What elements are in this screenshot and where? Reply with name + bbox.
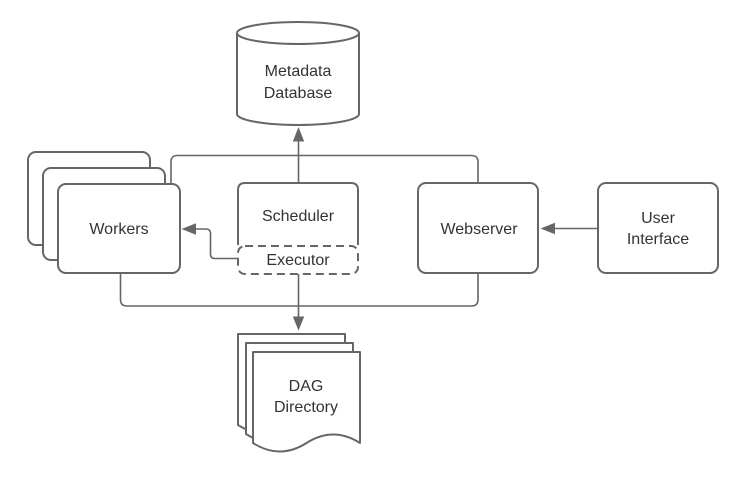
dag-directory-label-line1: DAG <box>289 378 324 395</box>
database-cylinder-body <box>236 33 360 126</box>
node-scheduler: Scheduler <box>237 182 359 245</box>
edge-executor-to-workers <box>195 228 238 260</box>
arrowhead-to-dag-directory <box>292 316 305 331</box>
node-user-interface: User Interface <box>597 182 719 274</box>
node-dag-directory: DAG Directory <box>237 333 361 453</box>
webserver-box <box>417 182 539 274</box>
arrowhead-to-workers <box>181 223 196 235</box>
diagram-edges <box>119 127 598 331</box>
executor-label: Executor <box>266 252 330 269</box>
arrowhead-to-webserver <box>540 222 555 235</box>
metadata-database-label-line1: Metadata <box>265 63 332 80</box>
node-workers: Workers <box>27 151 181 274</box>
workers-label: Workers <box>89 221 148 238</box>
user-interface-box <box>597 182 719 274</box>
arrowhead-to-database <box>292 127 305 142</box>
executor-box <box>237 245 359 275</box>
workers-box-front <box>57 183 181 274</box>
scheduler-box-border <box>237 182 359 245</box>
edge-top-bus <box>170 154 479 184</box>
metadata-database-label-line2: Database <box>264 85 333 102</box>
database-cylinder-top <box>236 21 360 45</box>
webserver-label: Webserver <box>440 221 518 238</box>
scheduler-label: Scheduler <box>262 208 335 225</box>
node-metadata-database: Metadata Database <box>236 21 360 126</box>
dag-document-front <box>252 351 361 453</box>
scheduler-box-fill <box>238 183 358 245</box>
node-webserver: Webserver <box>417 182 539 274</box>
user-interface-label-line1: User <box>641 210 675 227</box>
user-interface-label-line2: Interface <box>627 231 689 248</box>
dag-directory-label-line2: Directory <box>274 399 338 416</box>
node-executor: Executor <box>237 245 359 275</box>
